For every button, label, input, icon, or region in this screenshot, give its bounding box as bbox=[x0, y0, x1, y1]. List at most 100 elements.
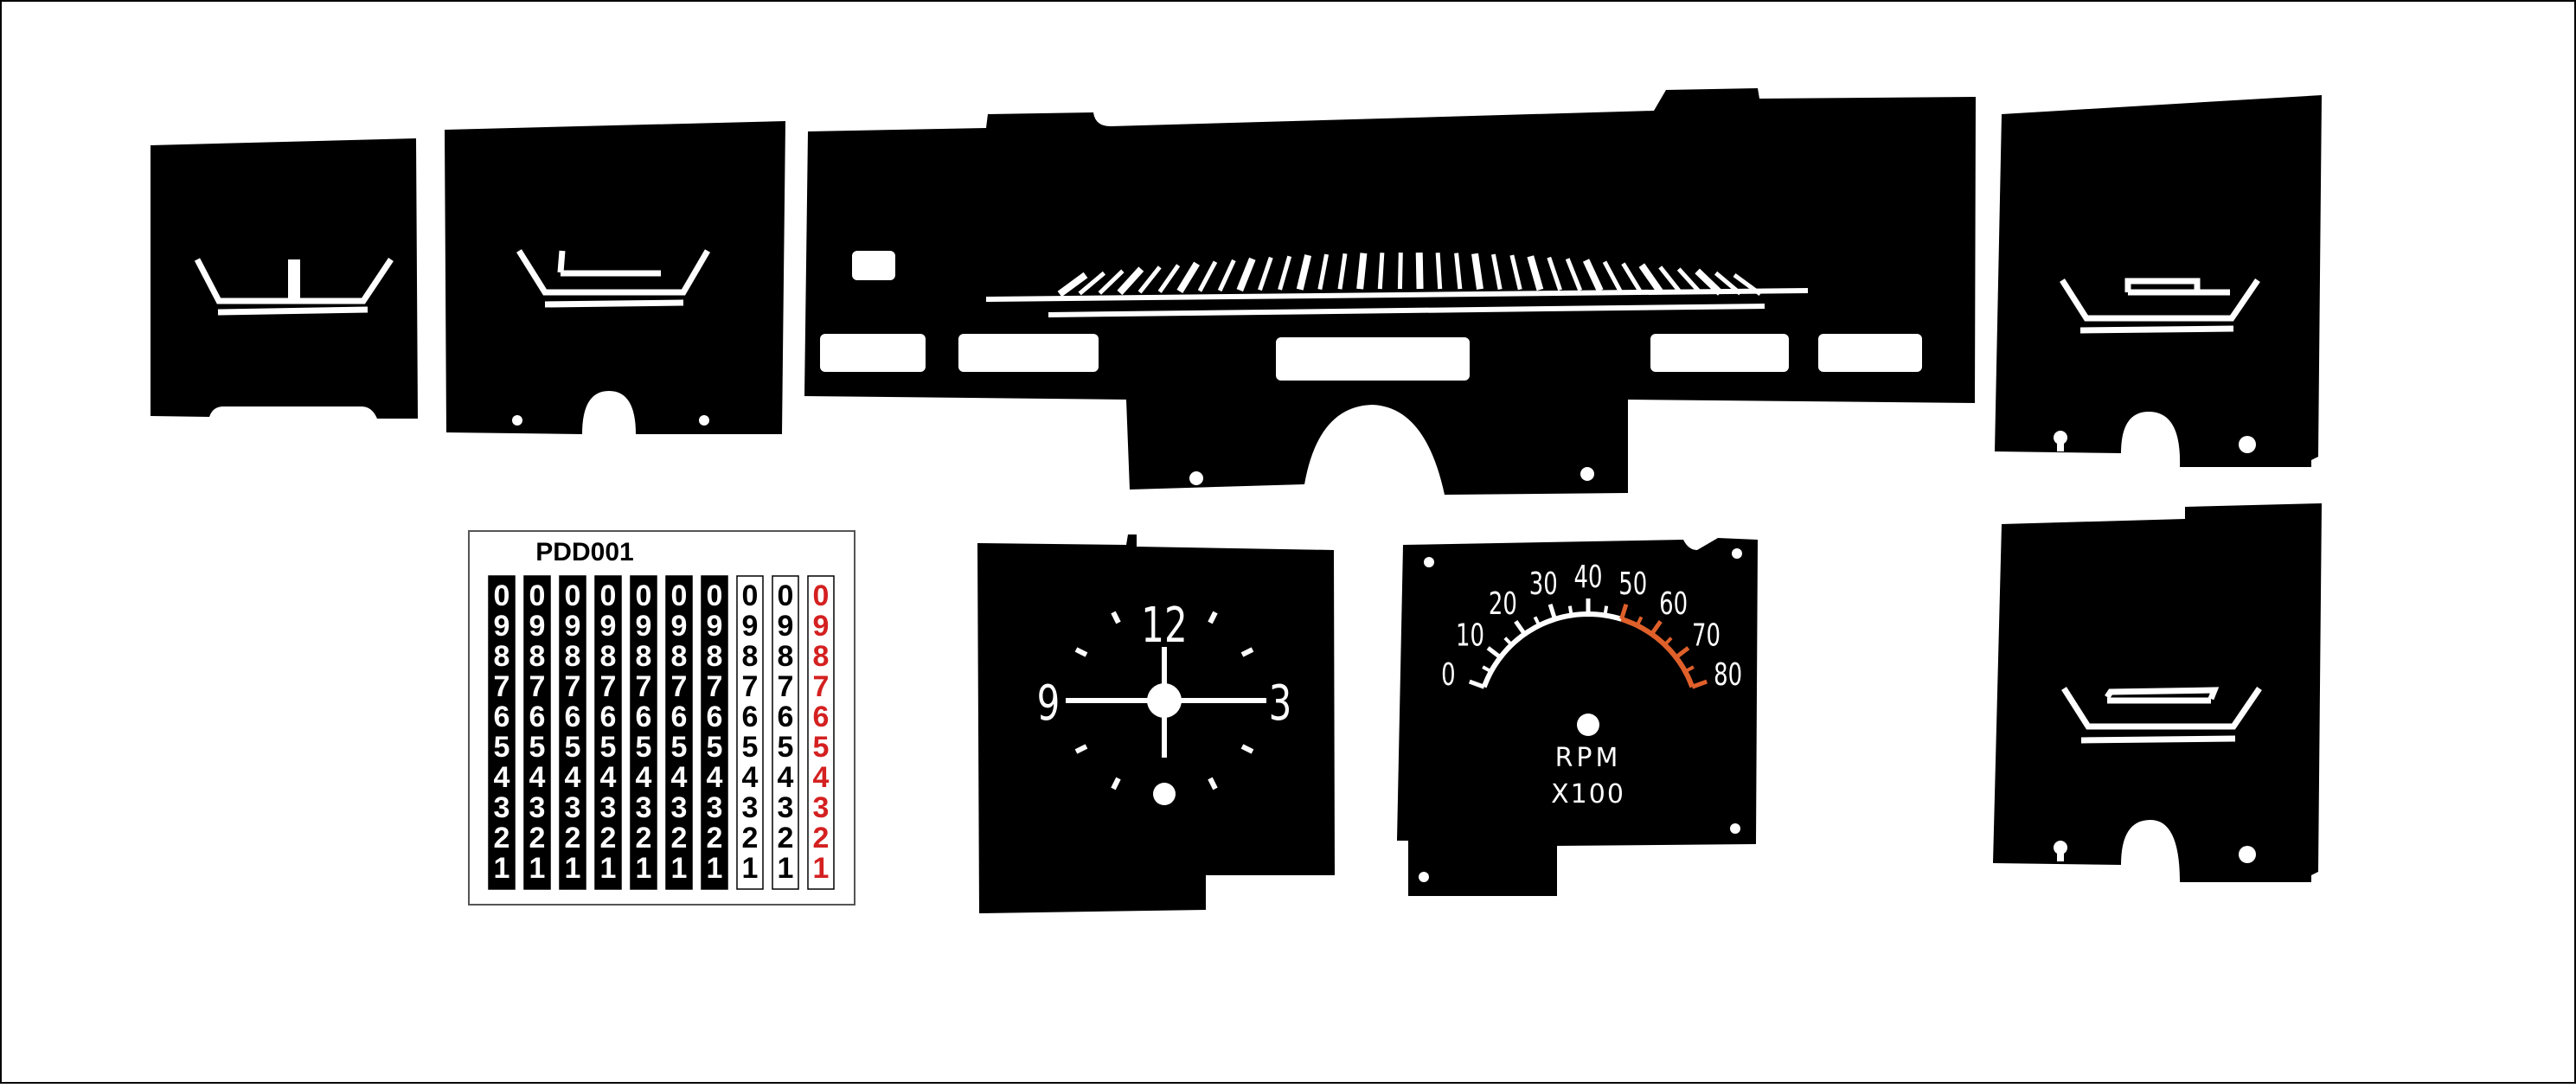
speedometer-tick bbox=[1078, 271, 1106, 296]
odometer-digit: 9 bbox=[778, 610, 794, 643]
odometer-decal: PDD001 098765432109876543210987654321098… bbox=[468, 530, 855, 906]
odometer-digit: 6 bbox=[636, 701, 652, 733]
odometer-wheel bbox=[701, 575, 728, 890]
speedometer-tick bbox=[1278, 255, 1292, 291]
tachometer-label: 30 bbox=[1529, 566, 1558, 602]
tachometer-label: 40 bbox=[1574, 560, 1603, 595]
odometer-digit: 9 bbox=[813, 610, 830, 643]
tachometer-tick bbox=[1619, 604, 1629, 620]
odometer-digit: 2 bbox=[565, 822, 581, 854]
speedometer-tick bbox=[1217, 259, 1236, 292]
speedometer-tick bbox=[1377, 253, 1385, 290]
odometer-digit: 5 bbox=[636, 731, 652, 764]
speedometer-tick bbox=[1471, 253, 1483, 290]
speedometer-scale bbox=[985, 252, 1809, 317]
odometer-digit: 0 bbox=[565, 579, 581, 612]
speedometer-tick bbox=[1565, 258, 1583, 291]
speedometer-tick bbox=[1509, 254, 1522, 291]
tachometer-tick bbox=[1650, 619, 1663, 636]
clock-numeral-9: 9 bbox=[1037, 675, 1061, 732]
odometer-digit: 2 bbox=[671, 822, 688, 854]
indicator-window bbox=[852, 251, 895, 280]
odometer-digit: 6 bbox=[529, 701, 546, 733]
odometer-digit: 7 bbox=[636, 670, 652, 703]
odometer-digit: 9 bbox=[565, 610, 581, 643]
odometer-digit: 8 bbox=[529, 640, 546, 673]
odometer-wheel bbox=[594, 575, 622, 890]
odometer-digit: 9 bbox=[529, 610, 546, 643]
odometer-digit: 3 bbox=[565, 791, 581, 824]
odometer-digit: 4 bbox=[494, 761, 510, 794]
odometer-digit: 3 bbox=[600, 791, 617, 824]
speedometer-tick bbox=[1296, 254, 1312, 291]
speedometer-tick bbox=[1547, 256, 1562, 291]
odometer-wheel bbox=[772, 575, 799, 890]
tachometer-label: 20 bbox=[1489, 586, 1517, 622]
clock-knob bbox=[1153, 783, 1176, 805]
odometer-digit: 6 bbox=[742, 701, 759, 733]
odometer-digit: 5 bbox=[742, 731, 759, 764]
odometer-digit: 1 bbox=[671, 852, 688, 885]
speedometer-tick bbox=[1176, 261, 1200, 294]
odometer-digit: 0 bbox=[778, 579, 794, 612]
odometer-digit: 3 bbox=[707, 791, 723, 824]
tachometer-tick bbox=[1635, 616, 1644, 627]
speedometer-tick bbox=[1117, 266, 1144, 296]
odometer-digit: 4 bbox=[529, 761, 546, 794]
odometer-digit: 9 bbox=[494, 610, 510, 643]
odometer-digit: 6 bbox=[494, 701, 510, 733]
odometer-digit: 0 bbox=[671, 579, 688, 612]
odometer-digit: 4 bbox=[565, 761, 581, 794]
tachometer-label: 50 bbox=[1618, 566, 1647, 602]
clock-numeral-3: 3 bbox=[1269, 675, 1292, 732]
speedometer-tick bbox=[1098, 269, 1125, 295]
speedometer-tick bbox=[1356, 253, 1368, 290]
odometer-digit: 5 bbox=[565, 731, 581, 764]
odometer-digit: 2 bbox=[600, 822, 617, 854]
odometer-digit: 8 bbox=[565, 640, 581, 673]
gauge-panel-right-upper bbox=[1995, 95, 2322, 467]
odometer-digit: 1 bbox=[636, 852, 652, 885]
odometer-digit: 4 bbox=[600, 761, 617, 794]
odometer-digit: 2 bbox=[529, 822, 546, 854]
gauge-panel-right-lower bbox=[1993, 503, 2322, 882]
odometer-digit: 9 bbox=[636, 610, 652, 643]
speedometer-tick bbox=[1454, 253, 1463, 290]
tachometer-label: 80 bbox=[1714, 657, 1742, 693]
tachometer-tick bbox=[1514, 619, 1527, 636]
odometer-digit: 8 bbox=[742, 640, 759, 673]
speedometer-tick bbox=[1638, 263, 1663, 294]
speedometer-tick bbox=[1137, 266, 1162, 294]
odometer-digit: 4 bbox=[813, 761, 830, 794]
odometer-digit: 0 bbox=[742, 579, 759, 612]
indicator-window bbox=[1650, 334, 1789, 372]
clock-numeral-12: 12 bbox=[1141, 597, 1187, 654]
speedometer-tick bbox=[1490, 253, 1503, 290]
gauge-scale-icon bbox=[516, 249, 711, 308]
tachometer-tick bbox=[1548, 604, 1557, 620]
odometer-digit: 3 bbox=[529, 791, 546, 824]
speedometer-tick bbox=[1236, 257, 1256, 292]
tachometer-arc bbox=[1481, 611, 1623, 688]
indicator-window bbox=[1276, 337, 1470, 381]
odometer-digit: 8 bbox=[813, 640, 830, 673]
speedometer-tick bbox=[1197, 260, 1218, 292]
odometer-digit: 0 bbox=[494, 579, 510, 612]
odometer-digit: 5 bbox=[600, 731, 617, 764]
odometer-digit: 3 bbox=[671, 791, 688, 824]
odometer-digit: 7 bbox=[529, 670, 546, 703]
tachometer-tick bbox=[1482, 665, 1492, 674]
odometer-digit: 7 bbox=[778, 670, 794, 703]
tachometer-multiplier-label: X100 bbox=[1551, 779, 1625, 810]
odometer-digit: 2 bbox=[742, 822, 759, 854]
odometer-digit: 1 bbox=[813, 852, 830, 885]
speedometer-tick bbox=[1621, 262, 1643, 293]
clock-panel: 12 3 9 bbox=[977, 534, 1335, 913]
odometer-digit: 7 bbox=[565, 670, 581, 703]
odometer-digit: 0 bbox=[529, 579, 546, 612]
odometer-digit: 8 bbox=[494, 640, 510, 673]
odometer-digit: 8 bbox=[778, 640, 794, 673]
tachometer-tick bbox=[1663, 637, 1673, 646]
speedometer-tick bbox=[1695, 268, 1723, 296]
